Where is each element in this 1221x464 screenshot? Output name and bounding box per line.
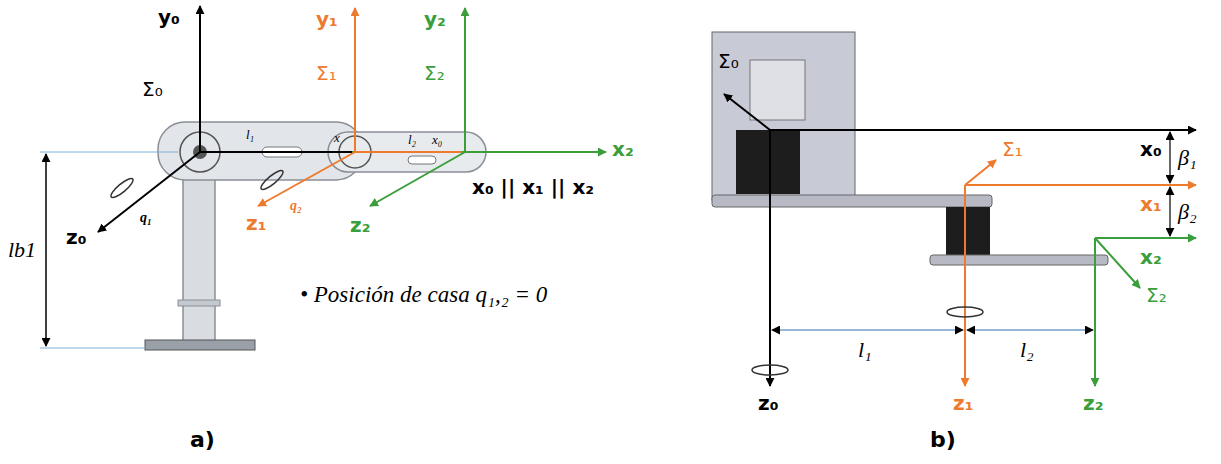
sigma1-arrow bbox=[965, 160, 996, 185]
rotation-symbol bbox=[109, 176, 136, 200]
x1-axis bbox=[355, 151, 462, 153]
link-1 bbox=[712, 195, 992, 207]
axis-label: z₂ bbox=[1083, 392, 1103, 414]
axis-label: y₁ bbox=[316, 8, 338, 30]
x2-axis bbox=[1095, 237, 1196, 239]
y2-axis bbox=[464, 8, 466, 152]
sigma2-arrow bbox=[1095, 238, 1140, 288]
parallel-note: x₀ || x₁ || x₂ bbox=[472, 176, 594, 198]
link-label: x₀ bbox=[432, 133, 442, 147]
mounting-plate bbox=[712, 32, 855, 200]
dimension-label: β₁ bbox=[1178, 146, 1197, 170]
y1-axis bbox=[354, 8, 356, 152]
axis-label: z₀ bbox=[758, 392, 778, 414]
extension-line bbox=[40, 348, 145, 349]
axis-label: x₁ bbox=[1140, 193, 1162, 215]
panel-label: b) bbox=[930, 428, 956, 452]
panel-label: a) bbox=[190, 428, 215, 452]
x0-axis bbox=[770, 129, 1196, 131]
link-1 bbox=[158, 122, 363, 180]
axis-label: x₂ bbox=[612, 138, 634, 160]
axis-label: z₀ bbox=[66, 226, 86, 248]
axis-label: z₁ bbox=[953, 392, 973, 414]
x1-axis bbox=[965, 184, 1196, 186]
frame-label: Σ₁ bbox=[1002, 138, 1023, 160]
z2-axis bbox=[1094, 238, 1096, 386]
link-label: x bbox=[334, 131, 340, 145]
axis-label: x₀ bbox=[1140, 138, 1162, 160]
home-note: • Posición de casa q₁,₂ = 0 bbox=[300, 282, 547, 307]
motor-2 bbox=[946, 207, 990, 255]
frame-label: Σ₀ bbox=[142, 78, 163, 100]
frame-label: Σ₂ bbox=[424, 62, 445, 84]
dimension-line bbox=[772, 329, 963, 330]
dimension-label: l₁ bbox=[858, 338, 872, 362]
rotation-symbol bbox=[947, 307, 983, 317]
link-slot bbox=[408, 156, 436, 164]
z1-axis bbox=[258, 152, 355, 206]
x-axis bbox=[200, 151, 606, 153]
motor-bracket bbox=[750, 60, 805, 120]
extension-line bbox=[40, 152, 178, 153]
axis-label: y₀ bbox=[158, 6, 180, 28]
dimension-line bbox=[45, 154, 47, 346]
frame-label: Σ₀ bbox=[718, 50, 739, 72]
dimension-label: l₂ bbox=[1020, 338, 1034, 362]
dimension-line bbox=[1169, 187, 1170, 236]
link-2 bbox=[930, 255, 1108, 265]
robot-column bbox=[183, 178, 215, 343]
x0-axis bbox=[200, 151, 352, 153]
z0-axis bbox=[769, 130, 771, 386]
dimension-line bbox=[1169, 132, 1170, 183]
base-plate bbox=[145, 340, 255, 350]
z0-axis bbox=[98, 152, 200, 232]
link-label: l₁ bbox=[246, 128, 254, 142]
link-label: l₂ bbox=[408, 133, 416, 147]
z1-axis bbox=[964, 185, 966, 386]
z2-axis bbox=[370, 152, 465, 206]
motor-1 bbox=[736, 130, 800, 194]
joint-label: q₁ bbox=[140, 210, 152, 225]
axis-label: x₂ bbox=[1140, 246, 1162, 268]
dimension-label: lb1 bbox=[8, 238, 36, 262]
sigma0-arrow bbox=[724, 94, 770, 130]
column-ring bbox=[178, 300, 220, 306]
joint-label: q₂ bbox=[290, 198, 302, 213]
y0-axis bbox=[199, 6, 201, 152]
axis-label: y₂ bbox=[424, 8, 446, 30]
rotation-symbol bbox=[752, 365, 788, 375]
dimension-label: β₂ bbox=[1178, 200, 1197, 224]
frame-label: Σ₂ bbox=[1146, 284, 1167, 306]
rotation-symbol bbox=[259, 168, 286, 192]
axis-label: z₁ bbox=[246, 212, 266, 234]
dimension-line bbox=[967, 329, 1093, 330]
frame-label: Σ₁ bbox=[316, 62, 337, 84]
axis-label: z₂ bbox=[350, 214, 370, 236]
